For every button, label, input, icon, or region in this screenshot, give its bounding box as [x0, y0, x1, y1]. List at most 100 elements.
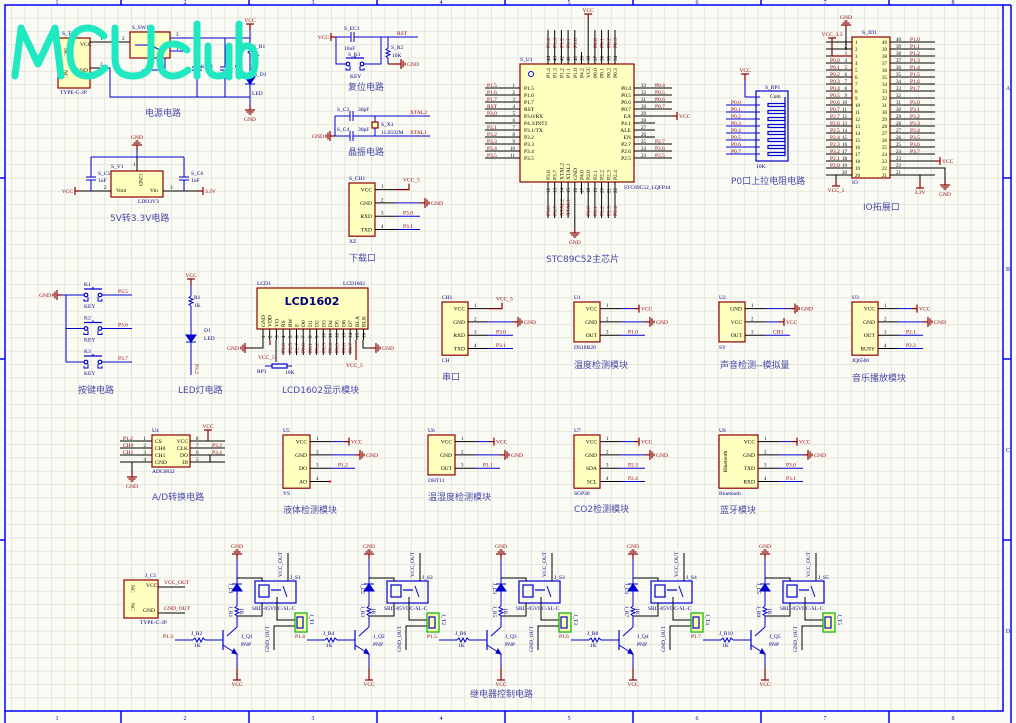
pin-number: 29 — [641, 112, 647, 117]
power-symbol: VCC — [627, 674, 639, 688]
designator: U3 — [852, 295, 859, 301]
pin-number: 7 — [855, 83, 858, 88]
power-symbol: VCC — [634, 437, 653, 446]
value: PNP — [373, 642, 383, 648]
zone-column-label: 6 — [696, 716, 699, 722]
pin-number: 13 — [855, 125, 861, 130]
no-connect-marker — [329, 480, 331, 483]
zone-column-label: 4 — [440, 716, 443, 722]
power-symbol: VCC — [779, 317, 798, 326]
caption: CO2检测模块 — [574, 503, 629, 515]
pin-name: CS — [155, 439, 162, 445]
pin-number: 7 — [302, 335, 307, 338]
zone-column-label: 2 — [184, 0, 187, 6]
resistor-body — [497, 605, 505, 617]
power-symbol: VCC — [935, 157, 954, 165]
pin-number: 39 — [896, 45, 902, 50]
pin-name: VCC — [744, 440, 756, 446]
pin-number: 43 — [554, 56, 559, 62]
power-label: VCC — [641, 307, 653, 313]
pin1-marker — [528, 71, 534, 77]
wire — [490, 626, 502, 637]
designator: LCD1 — [257, 281, 271, 287]
pin-name: P0.4 — [621, 86, 631, 92]
value: 1K — [502, 608, 508, 615]
pin-name: VCC — [731, 320, 743, 326]
pin-name: D3 — [321, 320, 327, 327]
power-symbol: VCC — [62, 187, 80, 195]
power-label: VCC — [244, 18, 256, 24]
power-symbol: VCC — [759, 674, 771, 688]
net-label: VCC_OUT — [806, 551, 812, 577]
pin-number: 37 — [896, 59, 902, 64]
key-foot — [359, 66, 365, 71]
net-label: P2.5 — [288, 343, 294, 353]
power-label: VCC — [942, 159, 954, 165]
pin-name: VCC — [177, 439, 189, 445]
power-symbol: VCC — [202, 424, 214, 436]
ground-symbol: GND — [645, 449, 668, 460]
designator: S_CH1 — [349, 176, 365, 182]
pin-number: 11 — [510, 154, 515, 159]
wire — [540, 597, 559, 621]
designator: S_JD1 — [862, 30, 877, 36]
wire — [765, 603, 791, 617]
net-label: P1.3 — [910, 58, 920, 64]
pin-name: P4.2 — [580, 68, 586, 78]
designator: J_R6 — [455, 631, 467, 637]
resistor — [767, 102, 786, 108]
net-label: P0.1 — [731, 107, 741, 113]
pin-name: CLK — [177, 446, 188, 452]
pin-number: 16 — [574, 188, 579, 194]
power-symbol: VCC — [489, 437, 508, 446]
net-label: RST — [487, 104, 498, 110]
pin-number: 10 — [510, 147, 516, 152]
resistor-body — [456, 636, 470, 644]
pin-name: P1.4 — [546, 68, 552, 78]
pin-number: 25 — [882, 146, 888, 151]
pin-number: 2 — [764, 450, 767, 455]
capacitor — [86, 172, 96, 185]
pin-number: 1 — [855, 41, 858, 46]
wire — [633, 577, 659, 581]
pin-name: P1.7 — [524, 100, 534, 106]
designator: J_R10 — [719, 631, 733, 637]
ground-label: GND — [934, 320, 946, 326]
net-label: P3.0 — [786, 463, 796, 469]
pin-name: P0.0 — [593, 68, 599, 78]
part-name: SGP30 — [574, 491, 590, 497]
part-name: LCD1602 — [343, 281, 365, 287]
pin-number: 7 — [845, 80, 848, 85]
pin-number: 15 — [842, 136, 848, 141]
designator: J_R8 — [587, 631, 599, 637]
pin-number: 24 — [882, 153, 888, 158]
pin-number: 19 — [855, 167, 861, 172]
part-name: TYPE-C-2P — [60, 90, 87, 96]
pin-name: P1.3 — [553, 68, 559, 78]
net-label: P3.1 — [487, 125, 497, 131]
pin-number: 2 — [606, 450, 609, 455]
caption: 串口 — [442, 372, 460, 383]
net-label: P0.7 — [655, 104, 665, 110]
net-label: XTAL1 — [410, 130, 427, 136]
pin-name: GND — [585, 320, 597, 326]
zone-column-label: 1 — [56, 0, 59, 6]
pin-name: SCL — [587, 480, 598, 486]
pin-name: NC — [129, 603, 135, 611]
pin-number: 1 — [381, 185, 384, 190]
pin-name: BUSY — [860, 347, 875, 353]
power-label: VCC_5 — [346, 363, 363, 369]
pin-number: 4 — [606, 477, 609, 482]
net-label: P3.4 — [212, 450, 222, 456]
designator: RP1 — [257, 369, 267, 375]
net-label: P0.4 — [328, 343, 334, 353]
power-label: VCC — [679, 114, 691, 120]
caption: A/D转换电路 — [152, 491, 204, 503]
net-label: P2.4 — [628, 476, 638, 482]
net-label: P1.5 — [910, 72, 920, 78]
pin-number: 17 — [842, 150, 848, 155]
designator: J_R4 — [323, 631, 335, 637]
ground-label: GND — [126, 484, 138, 490]
